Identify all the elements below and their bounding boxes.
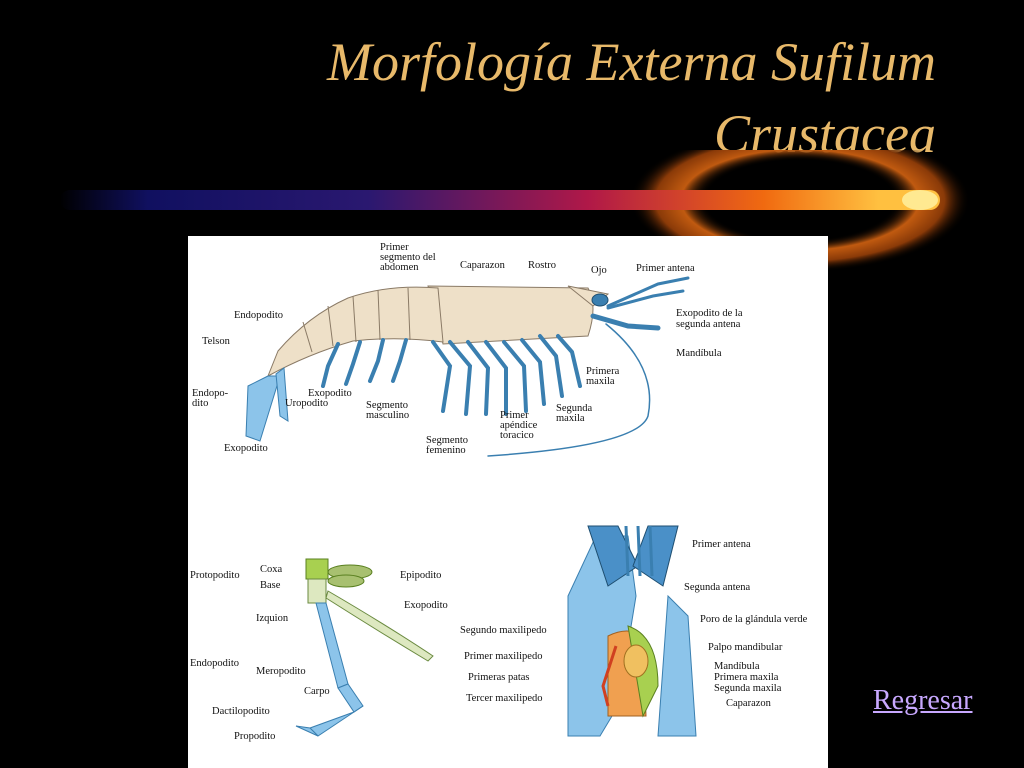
label-tercer-maxilipedo: Tercer maxilipedo [466,693,543,704]
label-epipodito: Epipodito [400,570,441,581]
label-segunda-maxila-2: maxila [556,413,585,424]
label-protopodito: Protopodito [190,570,240,581]
label-primer-segmento-2: segmento del [380,252,436,263]
label-segmento-masculino-2: masculino [366,410,409,421]
label-primer-apendice-3: toracico [500,430,534,441]
leg-labels: Protopodito Coxa Base Epipodito Exopodit… [190,564,448,742]
label-primer-antena: Primer antena [636,263,695,274]
label-segunda-maxila-1: Segunda [556,403,593,414]
shrimp-body [267,285,610,378]
label-endopo-dito-1: Endopo- [192,388,229,399]
regresar-link[interactable]: Regresar [873,685,973,716]
label-primer-segmento-1: Primer [380,242,409,253]
label-exopodito-leg: Exopodito [404,600,448,611]
label-primer-apendice-2: apéndice [500,420,538,431]
label-telson: Telson [202,336,231,347]
label-head-segunda-antena: Segunda antena [684,582,751,593]
label-carpo: Carpo [304,686,330,697]
label-segmento-femenino-1: Segmento [426,435,468,446]
label-izquion: Izquion [256,613,289,624]
shrimp-tail [245,367,289,442]
label-endopodito-leg: Endopodito [190,658,239,669]
label-uropodito: Uropodito [285,398,328,409]
label-exopodito-abd: Exopodito [308,388,352,399]
label-primer-apendice-1: Primer [500,410,529,421]
label-propodito: Propodito [234,731,275,742]
label-base: Base [260,580,281,591]
label-exopodito-segunda-antena-2: segunda antena [676,319,741,330]
crustacean-figure: Primer segmento del abdomen Caparazon Ro… [188,236,828,768]
head-diagram [567,525,697,737]
label-mandibula: Mandíbula [676,348,722,359]
label-caparazon: Caparazon [460,260,506,271]
label-primer-maxilipedo: Primer maxilipedo [464,651,542,662]
label-ojo: Ojo [591,265,607,276]
label-rostro: Rostro [528,260,556,271]
label-exopodito-segunda-antena-1: Exopodito de la [676,308,743,319]
label-exopodito-tail: Exopodito [224,443,268,454]
label-head-segunda-maxila: Segunda maxila [714,683,782,694]
label-poro: Poro de la glándula verde [700,614,808,625]
label-head-primera-maxila: Primera maxila [714,672,779,683]
head-labels: Primer antena Segunda antena Poro de la … [460,539,808,709]
leg-diagram [295,558,434,737]
label-segmento-femenino-2: femenino [426,445,466,456]
label-endopodito-top: Endopodito [234,310,283,321]
label-primera-maxila-2: maxila [586,376,615,387]
shrimp-labels: Primer segmento del abdomen Caparazon Ro… [192,242,743,456]
label-coxa: Coxa [260,564,283,575]
label-head-caparazon: Caparazon [726,698,772,709]
label-dactilopodito: Dactilopodito [212,706,270,717]
label-meropodito: Meropodito [256,666,306,677]
label-primer-segmento-3: abdomen [380,262,419,273]
label-endopo-dito-2: dito [192,398,208,409]
label-segundo-maxilipedo: Segundo maxilipedo [460,625,547,636]
title-line-1: Morfología Externa Sufilum [327,32,936,92]
label-head-mandibula: Mandíbula [714,661,760,672]
label-segmento-masculino-1: Segmento [366,400,408,411]
slide-title: Morfología Externa Sufilum Crustacea [327,26,936,170]
shrimp-appendages [321,276,690,457]
label-primeras-patas: Primeras patas [468,672,530,683]
label-primera-maxila-1: Primera [586,366,620,377]
crustacean-diagram: Primer segmento del abdomen Caparazon Ro… [190,242,808,742]
label-palpo: Palpo mandibular [708,642,783,653]
label-head-primer-antena: Primer antena [692,539,751,550]
